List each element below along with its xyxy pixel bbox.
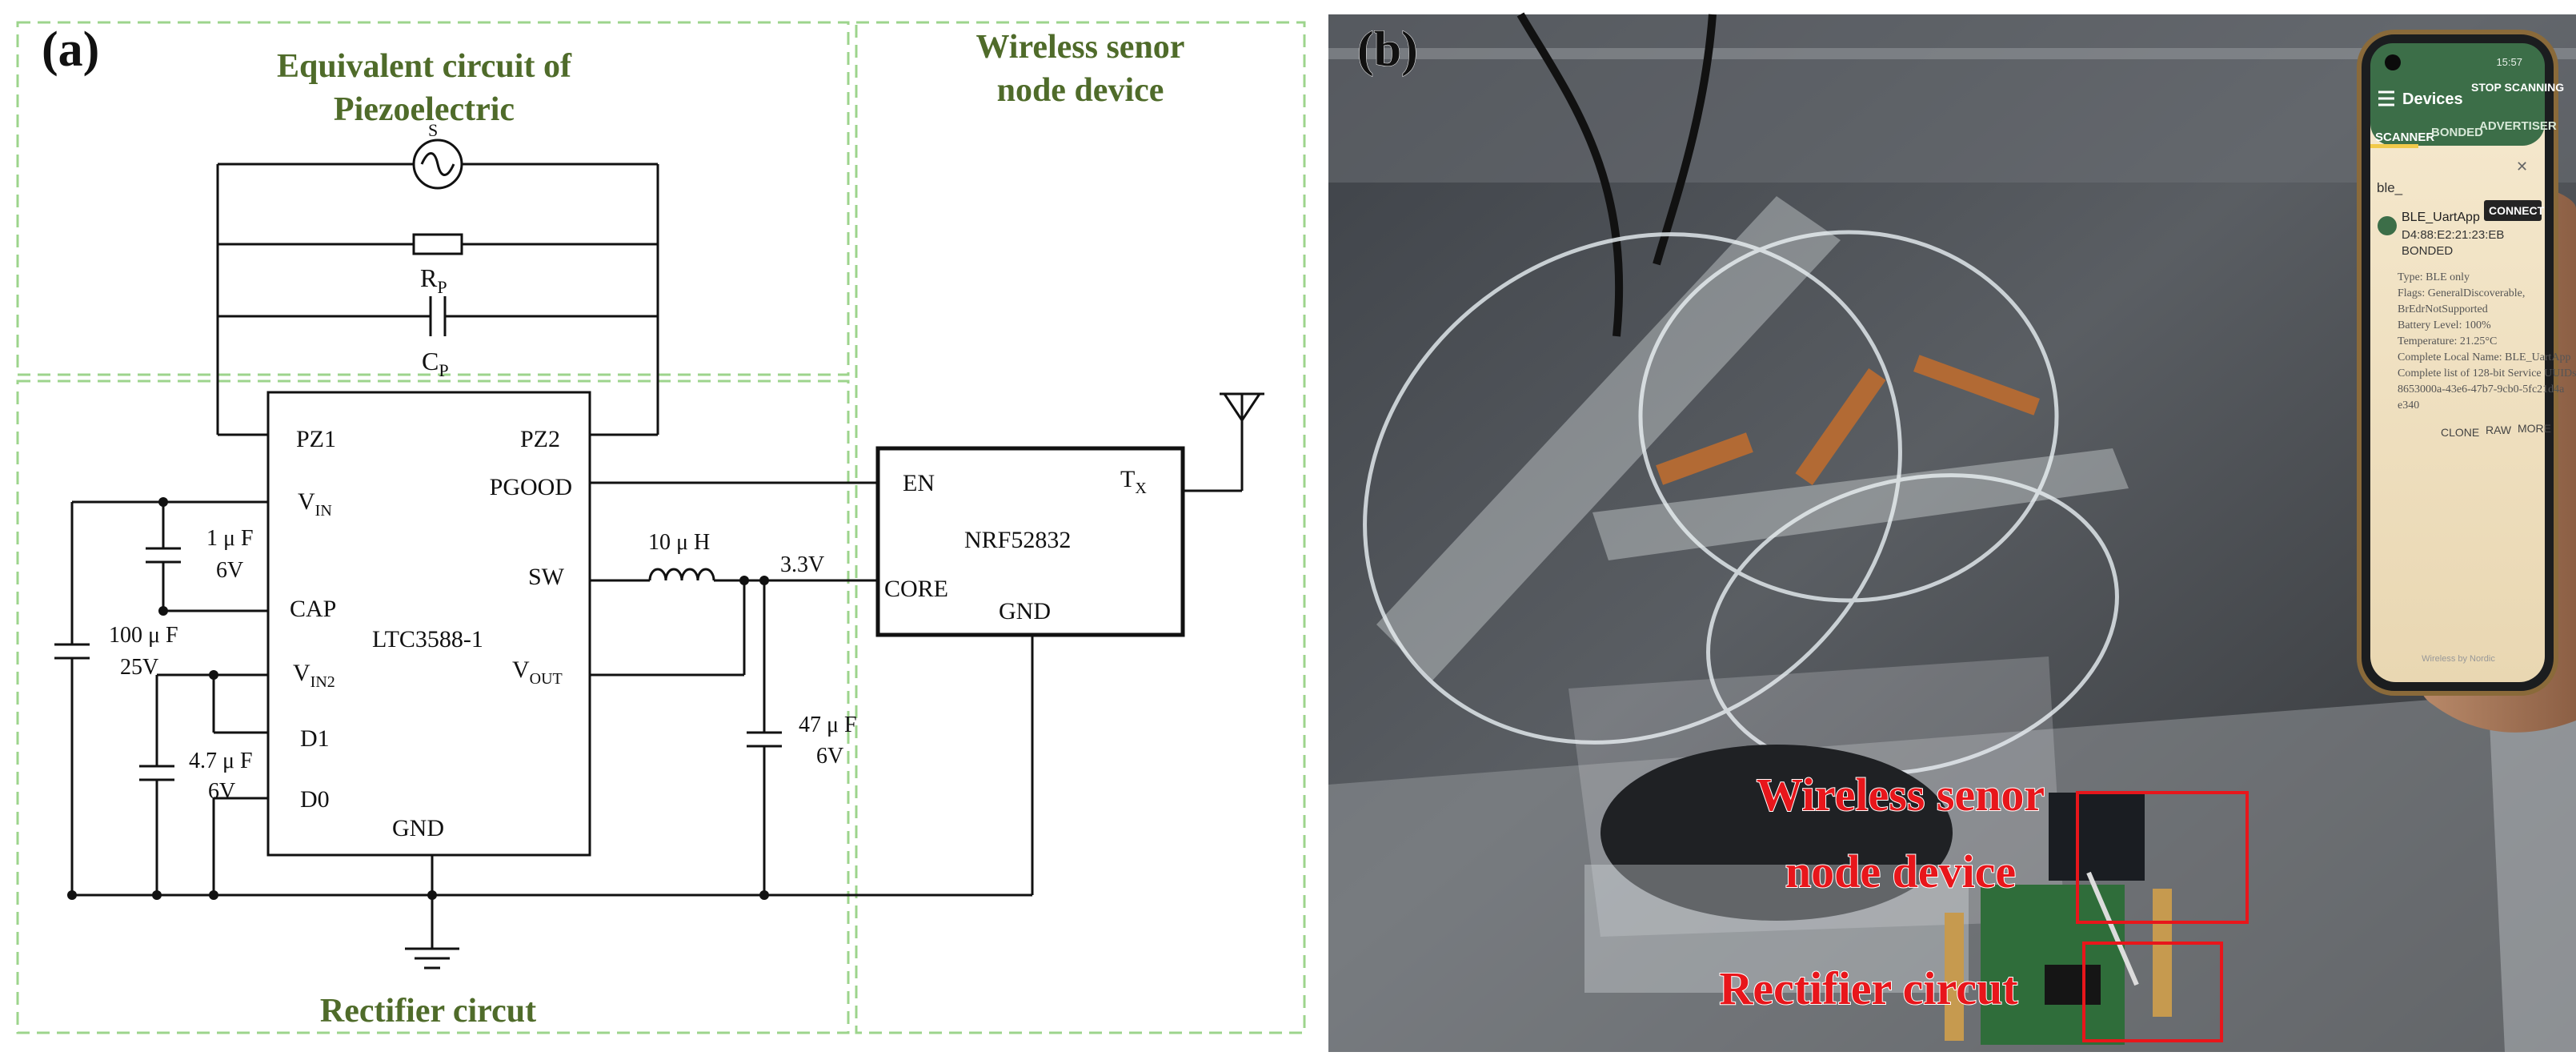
c1-value: 1 μ F — [206, 526, 254, 551]
pin-vin: VIN — [298, 488, 332, 520]
svg-text:e340: e340 — [2398, 400, 2419, 412]
pin-vout: VOUT — [512, 656, 563, 688]
piezo-equivalent-box — [16, 21, 850, 376]
wsn-box-title-2: node device — [997, 72, 1164, 109]
c1-voltage: 6V — [216, 558, 243, 583]
footer-text: Wireless by Nordic — [2422, 654, 2495, 664]
pin-sw: SW — [528, 564, 565, 590]
pin-pz1: PZ1 — [296, 426, 336, 452]
close-filter-icon[interactable]: ✕ — [2516, 159, 2528, 175]
device-details: Type: BLE only Flags: GeneralDiscoverabl… — [2398, 271, 2576, 412]
rail-voltage: 3.3V — [780, 552, 824, 577]
raw-button[interactable]: RAW — [2486, 424, 2512, 436]
pin-pz2: PZ2 — [520, 426, 560, 452]
piezo-equivalent-circuit — [216, 139, 659, 435]
wsn-box — [855, 21, 1306, 1034]
pin-cap: CAP — [290, 596, 336, 622]
annotation-wsn-1: Wireless senor — [1757, 769, 2045, 821]
clone-button[interactable]: CLONE — [2441, 426, 2479, 439]
svg-text:BrEdrNotSupported: BrEdrNotSupported — [2398, 303, 2488, 315]
rectifier-highlight-box — [2082, 942, 2223, 1042]
circuit-diagram: (a) Equivalent circuit of Piezoelectric … — [16, 21, 1306, 1034]
wsn-board — [2049, 793, 2145, 881]
mcu-pin-core: CORE — [884, 576, 948, 602]
c2-value: 100 μ F — [109, 623, 178, 648]
pin-d1: D1 — [300, 725, 330, 752]
annotation-rectifier: Rectifier circut — [1719, 962, 2018, 1014]
source-label-sub: S — [428, 120, 438, 140]
app-title: Devices — [2402, 90, 2463, 108]
photo-panel: 15:57 Devices STOP SCANNING SCANNER BOND… — [1328, 0, 2576, 1052]
piezo-box-title-2: Piezoelectric — [334, 91, 515, 128]
more-button[interactable]: MORE — [2518, 422, 2551, 435]
wsn-box-title-1: Wireless senor — [976, 29, 1185, 66]
c4-value: 47 μ F — [799, 713, 857, 737]
ltc3588-chip — [266, 391, 591, 857]
circuit-panel: (a) Equivalent circuit of Piezoelectric … — [16, 21, 1306, 1034]
front-camera-icon — [2385, 54, 2401, 70]
c4-voltage: 6V — [816, 744, 843, 769]
device-state: BONDED — [2402, 244, 2453, 258]
c3-value: 4.7 μ F — [189, 749, 253, 773]
svg-text:Temperature: 21.25°C: Temperature: 21.25°C — [2398, 335, 2497, 347]
mcu-pin-gnd: GND — [999, 598, 1051, 624]
svg-text:Flags: GeneralDiscoverable,: Flags: GeneralDiscoverable, — [2398, 287, 2525, 299]
device-name: BLE_UartApp — [2402, 211, 2480, 224]
svg-text:Complete list of 128-bit Servi: Complete list of 128-bit Service UUIDs: — [2398, 367, 2576, 379]
setup-photo: 15:57 Devices STOP SCANNING SCANNER BOND… — [1328, 12, 2576, 1052]
annotation-wsn-2: node device — [1785, 845, 2016, 897]
wsn-highlight-box — [2076, 791, 2249, 924]
svg-text:Battery Level: 100%: Battery Level: 100% — [2398, 319, 2491, 331]
panel-a-label: (a) — [42, 22, 99, 77]
connect-button-label: CONNECT — [2489, 204, 2545, 217]
svg-text:Complete Local Name: BLE_UartA: Complete Local Name: BLE_UartApp — [2398, 351, 2571, 363]
resistor-rp — [412, 233, 463, 255]
c3-voltage: 6V — [208, 779, 235, 804]
rectifier-box-title: Rectifier circut — [320, 993, 536, 1030]
piezo-box-title-1: Equivalent circuit of — [277, 48, 572, 85]
tab-indicator — [2370, 144, 2418, 148]
tab-scanner[interactable]: SCANNER — [2375, 130, 2434, 144]
pin-d0: D0 — [300, 786, 330, 813]
ic-name: LTC3588-1 — [372, 626, 483, 652]
cables — [1516, 12, 1717, 337]
bluetooth-device-icon — [2378, 216, 2397, 235]
nrf52832-chip — [875, 446, 1185, 637]
mcu-name: NRF52832 — [964, 527, 1071, 553]
svg-text:8653000a-43e6-47b7-9cb0-5fc21d: 8653000a-43e6-47b7-9cb0-5fc21d4a — [2398, 383, 2565, 395]
motor-base — [1600, 745, 1953, 921]
panel-b-label: (b) — [1357, 22, 1418, 77]
pin-gnd: GND — [392, 815, 444, 841]
filter-input[interactable]: ble_ — [2377, 180, 2403, 195]
tab-bonded[interactable]: BONDED — [2431, 126, 2483, 139]
status-time: 15:57 — [2496, 56, 2522, 68]
inductor-symbol — [648, 568, 715, 581]
device-mac: D4:88:E2:21:23:EB — [2402, 228, 2504, 242]
svg-text:Type: BLE only: Type: BLE only — [2398, 271, 2470, 283]
circuit-wires — [54, 392, 1264, 970]
pin-vin2: VIN2 — [293, 660, 335, 691]
menu-icon[interactable] — [2378, 90, 2394, 106]
mcu-pin-tx: TX — [1120, 466, 1147, 497]
tab-advertiser[interactable]: ADVERTISER — [2479, 119, 2557, 133]
stop-scanning-button[interactable]: STOP SCANNING — [2471, 81, 2564, 94]
connect-button[interactable] — [2484, 200, 2542, 221]
mcu-pin-en: EN — [903, 470, 935, 496]
inductor-value: 10 μ H — [648, 530, 710, 555]
pin-pgood: PGOOD — [490, 474, 572, 500]
app-bar — [2370, 43, 2545, 146]
acrylic-rotor — [1363, 230, 2119, 776]
piezo-holders — [1656, 355, 2040, 485]
c2-voltage: 25V — [120, 655, 158, 680]
cp-label: CP — [422, 347, 449, 380]
current-source-icon — [412, 139, 463, 190]
rp-label: RP — [420, 263, 447, 297]
smartphone: 15:57 Devices STOP SCANNING SCANNER BOND… — [2357, 30, 2576, 696]
